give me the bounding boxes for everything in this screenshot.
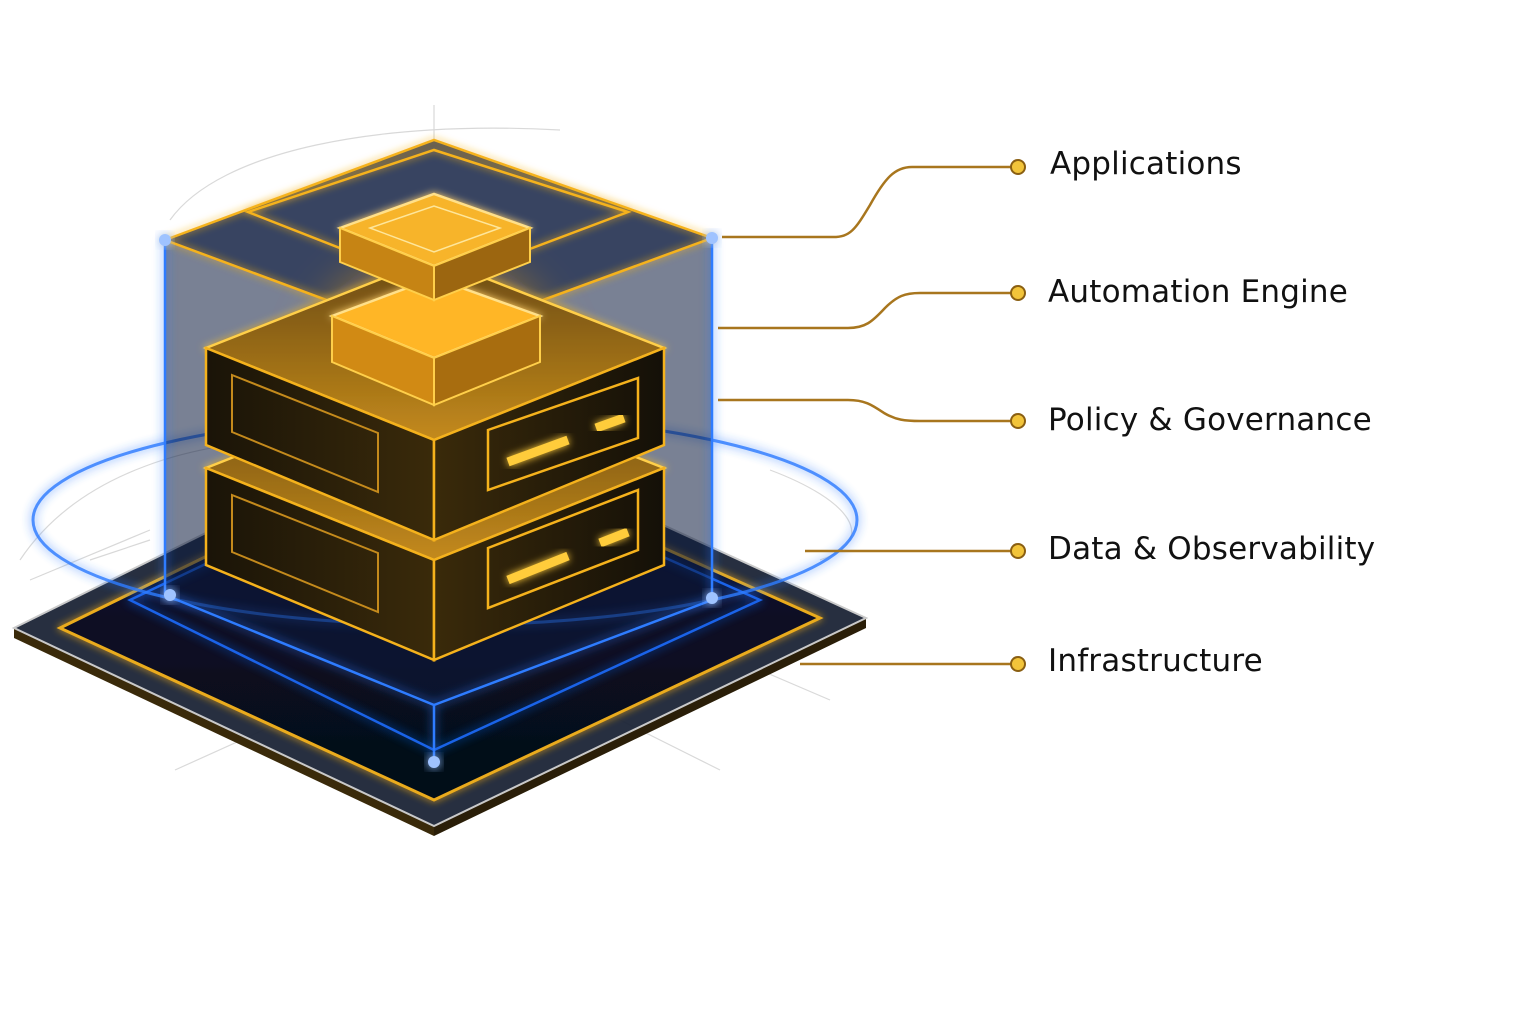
top-block (336, 192, 534, 302)
layer-label-automation-engine: Automation Engine (1048, 274, 1349, 310)
connector-policy-governance (718, 398, 1018, 423)
connector-dots (1010, 159, 1026, 672)
dot-infrastructure (1010, 656, 1026, 672)
connectors (718, 165, 1018, 666)
layer-label-policy-governance: Policy & Governance (1048, 402, 1372, 438)
dot-data-observability (1010, 543, 1026, 559)
dot-automation-engine (1010, 285, 1026, 301)
layer-label-infrastructure: Infrastructure (1048, 643, 1263, 679)
connector-automation-engine (718, 291, 1018, 330)
layer-label-data-observability: Data & Observability (1048, 531, 1376, 567)
dot-applications (1010, 159, 1026, 175)
connector-applications (722, 165, 1018, 239)
layer-label-applications: Applications (1050, 146, 1242, 182)
dot-policy-governance (1010, 413, 1026, 429)
pedestal-block (328, 276, 544, 407)
